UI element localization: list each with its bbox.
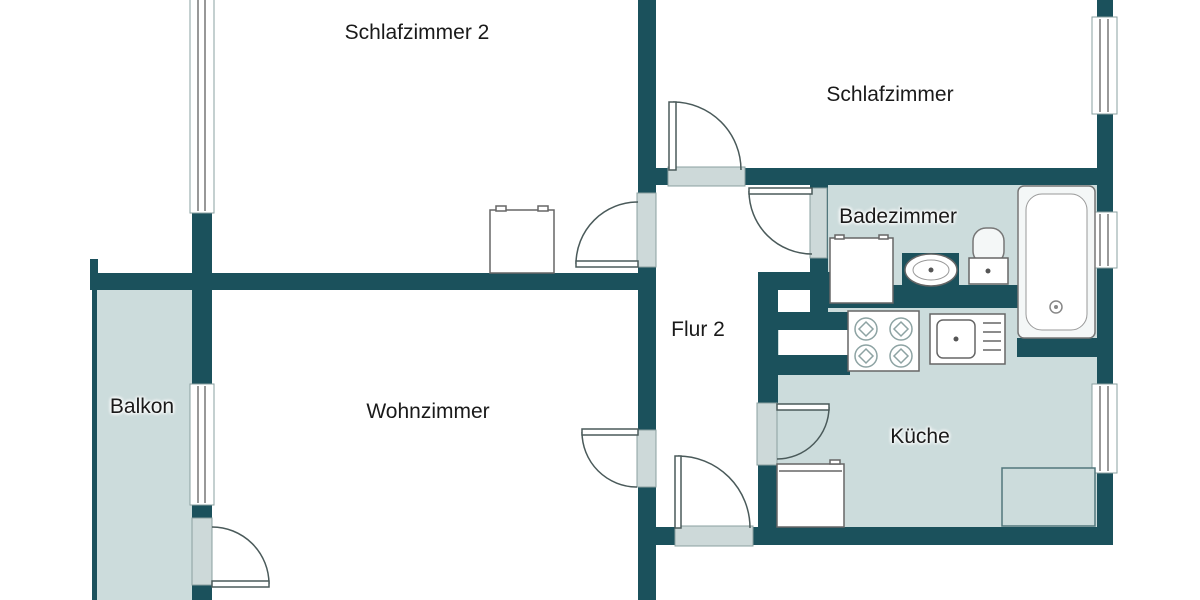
wall-segment (1017, 338, 1097, 357)
room-label-badezimmer: Badezimmer (839, 205, 957, 228)
washing-machine (829, 234, 894, 304)
room-label-schlafzimmer-2: Schlafzimmer 2 (344, 21, 490, 44)
toilet (968, 227, 1009, 285)
wall-segment (638, 0, 656, 193)
cabinet (489, 205, 555, 274)
kueche-door (756, 402, 830, 466)
schlafzimmer-east-window (1091, 16, 1118, 115)
schlafzimmer-2-door (575, 192, 657, 268)
windows (189, 0, 1118, 506)
kueche-east-window (1091, 383, 1118, 474)
wall-segment (758, 465, 778, 527)
room-label-kueche: Küche (890, 425, 950, 448)
schlafzimmer-door (667, 101, 746, 187)
room-label-balkon: Balkon (109, 395, 175, 418)
wall-segment (192, 213, 212, 385)
room-label-flur-2: Flur 2 (671, 318, 725, 341)
balkon-floor (97, 290, 192, 600)
wohnzimmer-door (581, 428, 657, 488)
wall-segment (758, 272, 778, 403)
wall-segment (638, 487, 656, 600)
room-label-wohnzimmer: Wohnzimmer (366, 400, 490, 423)
kitchen-sink (929, 313, 1006, 365)
schlafzimmer-2-west-window (189, 0, 215, 214)
wohnzimmer-west-window (189, 383, 215, 506)
badezimmer-door (748, 187, 828, 259)
shaft-niche (778, 290, 810, 312)
room-label-schlafzimmer: Schlafzimmer (826, 83, 954, 106)
wall-segment (192, 505, 212, 519)
wall-segment (745, 168, 1097, 185)
fixtures (489, 185, 1096, 528)
wall-segment (753, 527, 1113, 545)
refrigerator (776, 459, 845, 528)
kitchen-counter (1001, 467, 1096, 527)
shaft-niche (779, 330, 848, 355)
wall-segment (656, 168, 668, 185)
balkon-door (191, 517, 270, 588)
wall-segment (90, 259, 98, 273)
wall-segment (656, 527, 675, 545)
entrance-door (674, 455, 754, 547)
bathroom-sink (902, 253, 959, 287)
stove (847, 310, 920, 372)
doors (191, 101, 830, 588)
bathtub (1017, 185, 1096, 339)
wall-segment (90, 273, 656, 290)
balkon-rail (92, 289, 97, 600)
wall-segment (638, 267, 656, 430)
wall-segment (773, 355, 850, 375)
wall-segment (192, 585, 212, 600)
wall-segment (773, 312, 852, 330)
